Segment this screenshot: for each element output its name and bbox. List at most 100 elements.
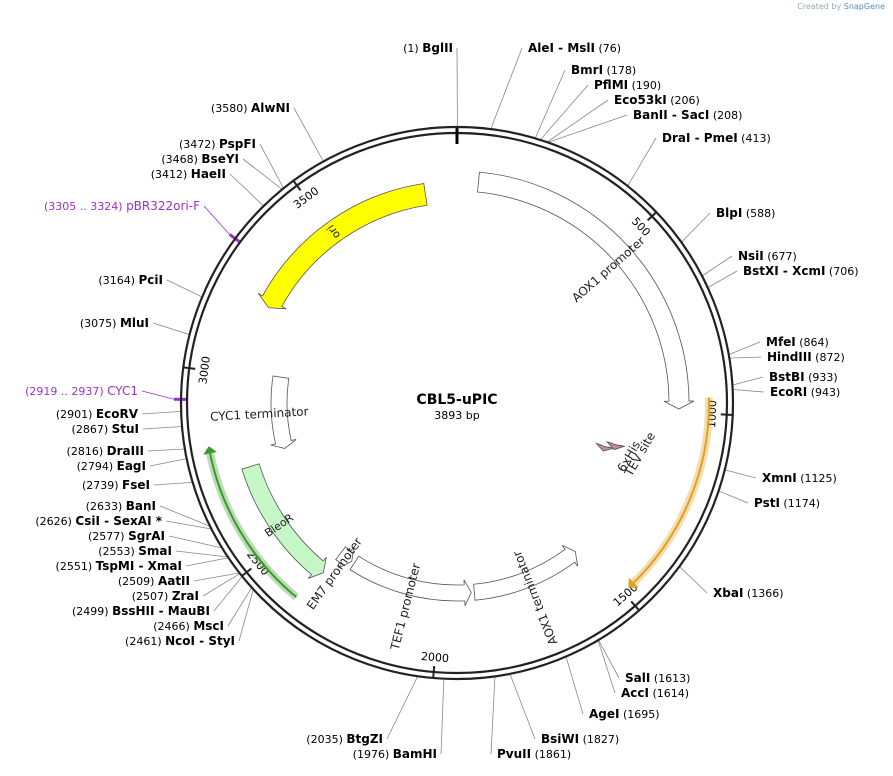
site-position: (413) [738, 132, 771, 145]
leader-line [679, 566, 708, 594]
leader-line [509, 673, 536, 740]
leader-line [386, 676, 419, 740]
orf-arrowhead [203, 446, 217, 455]
leader-line [732, 389, 765, 393]
leader-line [707, 270, 738, 288]
leader-line [142, 426, 183, 430]
site-mlui: (3075) MluI [80, 316, 149, 330]
site-bstbi: BstBI (933) [769, 370, 838, 384]
leader-line [729, 356, 762, 359]
site-name: HindIII [767, 350, 812, 364]
site-leader-lines [141, 47, 765, 755]
site-position: (2901) [56, 408, 96, 421]
site-position: (1695) [619, 708, 659, 721]
site-banii-saci: BanII - SacI (208) [633, 108, 742, 122]
credit-prefix: Created by [797, 2, 842, 11]
orf-arrowhead [628, 577, 639, 588]
site-ecorv: (2901) EcoRV [56, 407, 139, 421]
site-position: (1366) [743, 587, 783, 600]
site-name: AatII [158, 574, 190, 588]
site-bseyi: (3468) BseYI [161, 152, 239, 166]
site-position: (2507) [132, 590, 172, 603]
site-name: SalI [625, 671, 650, 685]
site-position: (2577) [88, 530, 128, 543]
site-smai: (2553) SmaI [98, 544, 172, 558]
site-bsshii-maubi: (2499) BssHII - MauBI [72, 604, 210, 618]
leader-line [724, 469, 757, 479]
leader-line [152, 322, 190, 335]
site-position: (2035) [306, 733, 346, 746]
site-position: (1614) [649, 687, 689, 700]
site-bsiwi: BsiWI (1827) [541, 732, 619, 746]
site-name: EcoRV [96, 407, 139, 421]
site-position: (1613) [650, 672, 690, 685]
site-bmri: BmrI (178) [571, 63, 636, 77]
tick-label: 3000 [196, 355, 213, 384]
site-pvuii: PvuII (1861) [497, 747, 571, 761]
leader-line [166, 279, 203, 298]
primer-position: (3305 .. 3324) [44, 200, 126, 213]
tick-mark [182, 366, 196, 370]
site-pcii: (3164) PciI [98, 273, 163, 287]
leader-line [681, 212, 711, 243]
site-position: (588) [742, 207, 775, 220]
leader-line [565, 656, 584, 715]
leader-line [598, 639, 620, 679]
site-position: (2816) [67, 445, 107, 458]
site-position: (943) [807, 386, 840, 399]
leader-line [490, 676, 496, 755]
orf-arc-glow [628, 397, 713, 589]
site-csii-sexai: (2626) CsiI - SexAI * [35, 514, 162, 528]
site-name: DraIII [107, 444, 144, 458]
site-position: (2739) [82, 479, 122, 492]
site-name: AgeI [589, 707, 619, 721]
leader-line [546, 99, 609, 143]
leader-line [534, 69, 566, 139]
site-name: EcoRI [770, 385, 807, 399]
leader-line [259, 143, 284, 189]
leader-line [238, 589, 254, 642]
site-position: (76) [595, 42, 621, 55]
leader-line [202, 573, 241, 597]
leader-line [540, 84, 589, 141]
site-name: BsiWI [541, 732, 579, 746]
site-fsei: (2739) FseI [82, 478, 150, 492]
leader-line [293, 107, 324, 162]
leader-line [701, 255, 733, 277]
site-name: BseYI [201, 152, 239, 166]
leader-line [153, 481, 193, 486]
site-pflmi: PflMI (190) [594, 78, 661, 92]
site-name: HaeII [191, 167, 226, 181]
site-position: (2551) [56, 560, 96, 573]
site-position: (3164) [98, 274, 138, 287]
leader-line [159, 505, 211, 527]
site-position: (1861) [531, 748, 571, 761]
orf-arc [630, 397, 710, 587]
site-position: (190) [628, 79, 661, 92]
plasmid-length: 3893 bp [434, 409, 479, 422]
feature-ori [257, 183, 428, 310]
primer-name: CYC1 [107, 384, 138, 398]
site-position: (178) [603, 64, 636, 77]
site-stui: (2867) StuI [72, 422, 139, 436]
feature-6xhis [595, 442, 616, 452]
site-position: (2509) [118, 575, 158, 588]
site-name: CsiI - SexAI * [75, 514, 162, 528]
orf-arcs [203, 397, 713, 601]
site-position: (3580) [211, 102, 251, 115]
leader-line [141, 410, 182, 415]
site-name: StuI [112, 422, 139, 436]
site-name: PflMI [594, 78, 628, 92]
leader-line [597, 640, 616, 694]
site-name: BanI [126, 499, 156, 513]
site-acci: AccI (1614) [621, 686, 689, 700]
leader-line [165, 520, 212, 530]
site-drai-pmei: DraI - PmeI (413) [662, 131, 771, 145]
feature-tef1-promoter [349, 555, 472, 607]
tick-mark [292, 179, 302, 191]
site-name: XmnI [762, 471, 797, 485]
tick-label: 2000 [420, 650, 449, 665]
site-name: PciI [139, 273, 164, 287]
site-alwni: (3580) AlwNI [211, 101, 290, 115]
